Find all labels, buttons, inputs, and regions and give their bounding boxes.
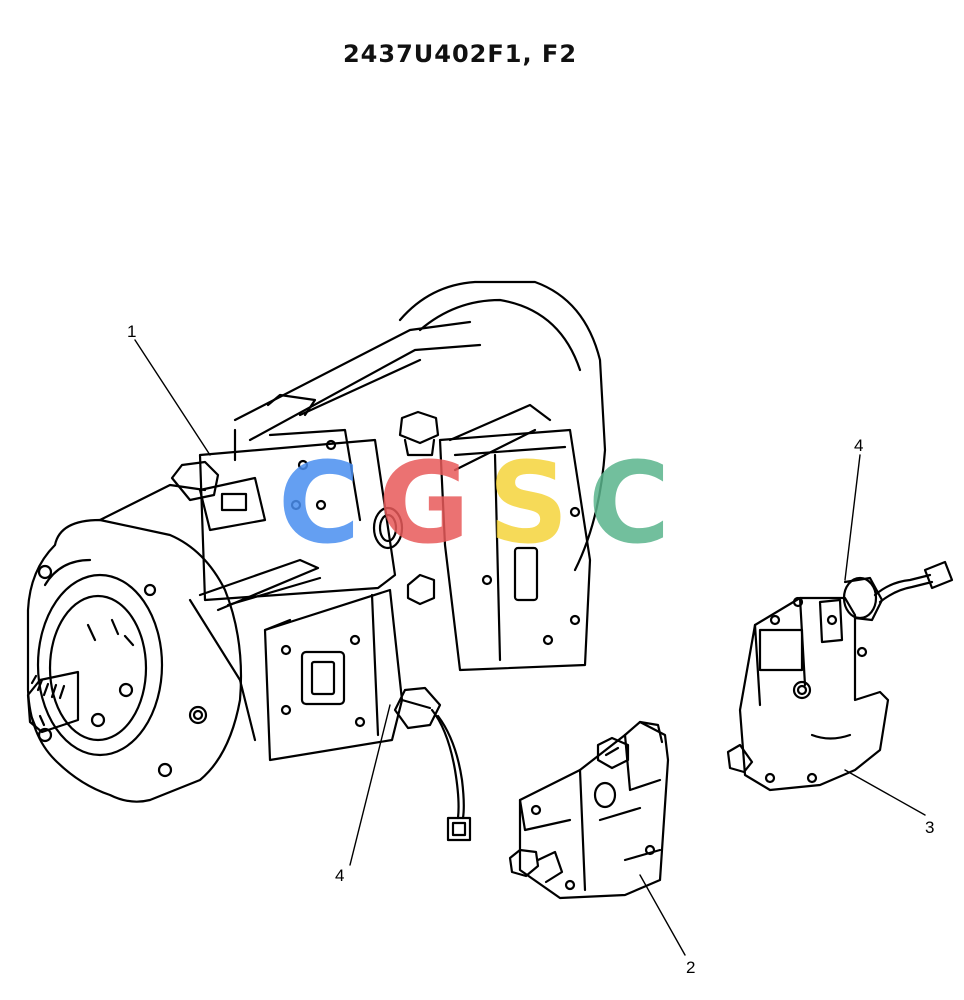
- callout-4-solenoid: 4: [854, 436, 864, 455]
- main-pump-body: [98, 280, 607, 762]
- sensor-harness-left: [393, 686, 472, 842]
- callout-4-harness: 4: [335, 866, 345, 885]
- callout-leaders: [134, 339, 926, 956]
- regulator-part-2: [508, 720, 670, 900]
- callout-1: 1: [127, 322, 137, 341]
- diagram-title: 2437U402F1, F2: [342, 40, 578, 68]
- callout-3: 3: [925, 818, 935, 837]
- callout-2: 2: [686, 958, 696, 977]
- front-flange: [26, 518, 243, 803]
- regulator-part-3: [726, 560, 954, 792]
